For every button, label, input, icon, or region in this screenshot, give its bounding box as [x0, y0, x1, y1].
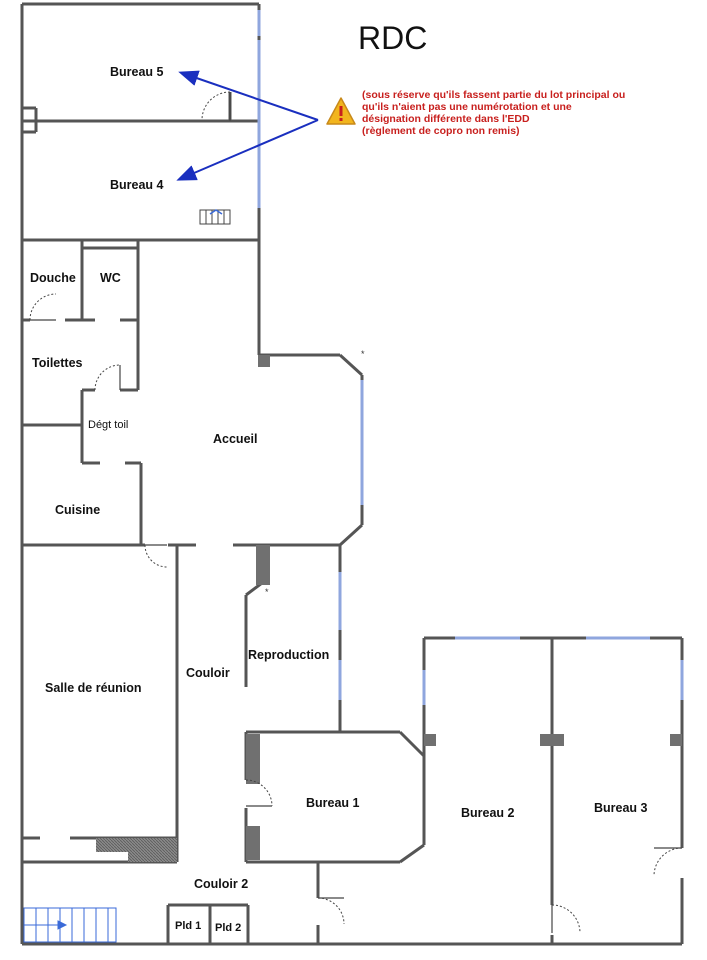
- staircase-bottom: [23, 907, 117, 943]
- reservation-note: (sous réserve qu'ils fassent partie du l…: [362, 89, 625, 137]
- warning-triangle-icon: [326, 97, 356, 125]
- level-title: RDC: [358, 20, 428, 56]
- room-label-couloir2: Couloir 2: [194, 877, 249, 891]
- asterisk-mark: *: [361, 349, 365, 359]
- room-label-pld1: Pld 1: [175, 920, 202, 932]
- arrow-icon: [176, 70, 319, 181]
- room-label-bureau1: Bureau 1: [306, 796, 360, 810]
- note-line: (règlement de copro non remis): [362, 125, 520, 137]
- door-leaves: [30, 92, 682, 933]
- room-label-degt-toil: Dégt toil: [88, 419, 129, 431]
- room-label-bureau4: Bureau 4: [110, 178, 164, 192]
- windows: [257, 10, 684, 705]
- room-label-reproduction: Reproduction: [248, 648, 330, 662]
- room-label-pld2: Pld 2: [215, 922, 242, 934]
- room-label-toilettes: Toilettes: [32, 356, 83, 370]
- asterisk-mark: *: [265, 587, 269, 597]
- room-label-bureau3: Bureau 3: [594, 801, 648, 815]
- staircase-top: [199, 209, 231, 225]
- note-line: (sous réserve qu'ils fassent partie du l…: [362, 89, 626, 101]
- note-line: désignation différente dans l'EDD: [362, 113, 530, 125]
- room-label-bureau5: Bureau 5: [110, 65, 164, 79]
- room-label-couloir: Couloir: [186, 666, 230, 680]
- room-label-wc: WC: [100, 271, 121, 285]
- room-label-cuisine: Cuisine: [55, 503, 101, 517]
- room-label-salle-reunion: Salle de réunion: [45, 681, 142, 695]
- room-label-douche: Douche: [30, 271, 76, 285]
- room-label-bureau2: Bureau 2: [461, 806, 515, 820]
- note-line: qu'ils n'aient pas une numérotation et u…: [362, 101, 572, 113]
- structural-blocks: [96, 355, 682, 862]
- room-label-accueil: Accueil: [213, 432, 258, 446]
